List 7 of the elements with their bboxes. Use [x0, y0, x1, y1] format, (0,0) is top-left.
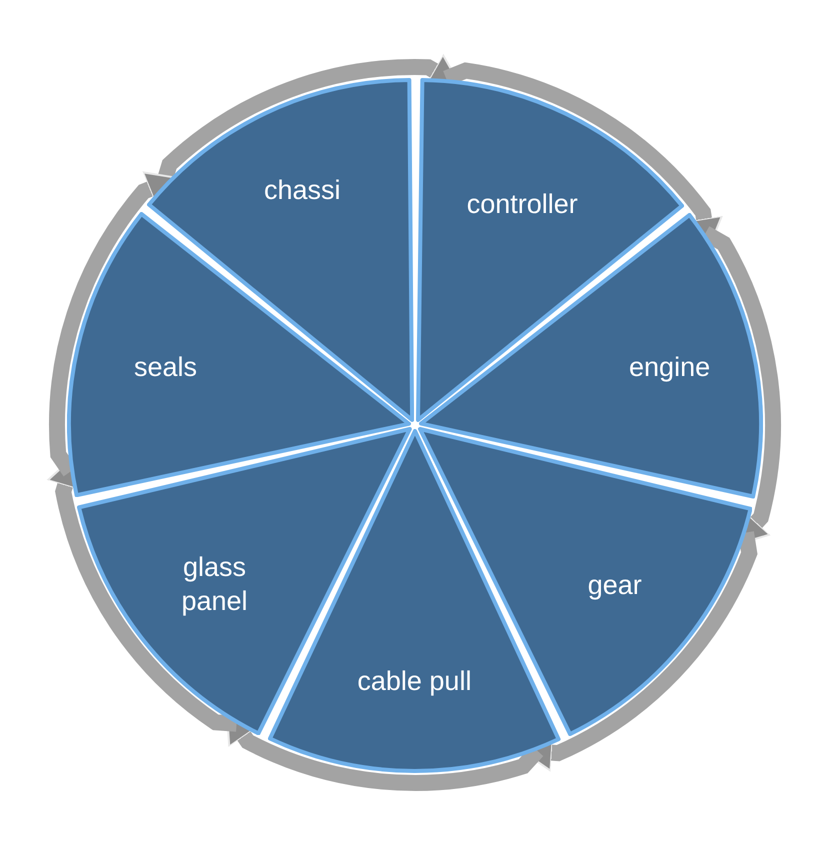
wedge-label: controller: [466, 188, 579, 221]
wedge-label: engine: [628, 351, 712, 384]
wedge-label: glass panel: [180, 551, 249, 618]
wedge-label: chassi: [263, 174, 342, 207]
wedge-label: gear: [586, 569, 643, 602]
wedge-label: cable pull: [356, 664, 472, 698]
wedge-label: seals: [133, 351, 198, 384]
